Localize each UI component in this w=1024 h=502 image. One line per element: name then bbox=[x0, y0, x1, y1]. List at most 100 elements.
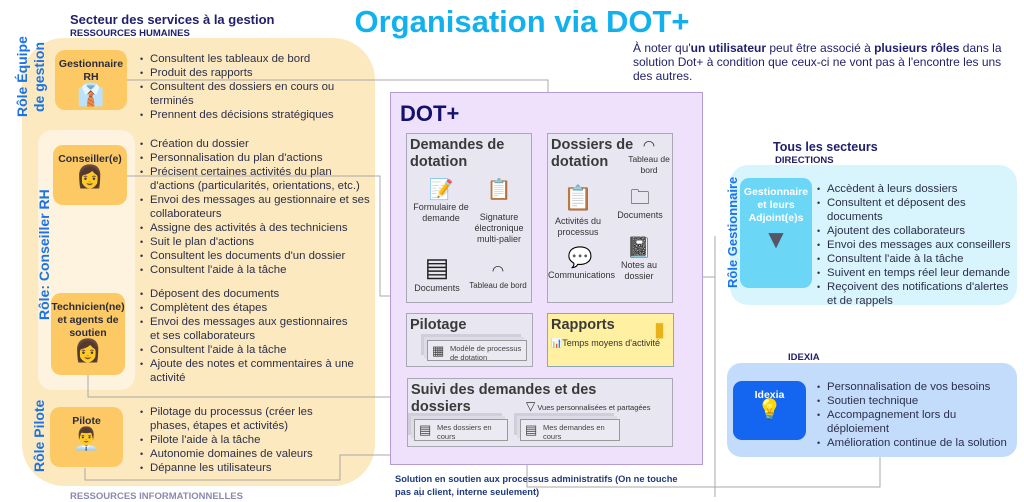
item-label: Communications bbox=[548, 270, 616, 280]
headset-agent-icon: 👨‍💼 bbox=[72, 426, 101, 451]
list-item: Assigne des activités à des techniciens bbox=[140, 221, 375, 235]
role-name: Pilote bbox=[72, 415, 101, 427]
woman-avatar-icon: 👩 bbox=[74, 338, 102, 363]
solution-footnote: Solution en soutien aux processus admini… bbox=[395, 474, 678, 497]
note-text: À noter qu' bbox=[633, 41, 691, 55]
custom-views-filter[interactable]: ▽ Vues personnalisées et partagées bbox=[526, 399, 650, 413]
role-name: Conseiller(e) bbox=[58, 153, 122, 165]
role-name: Technicien(ne) et agents de soutien bbox=[51, 301, 125, 339]
list-item: Suit le plan d'actions bbox=[140, 235, 375, 249]
chat-bubbles-icon: 💬 bbox=[567, 247, 593, 269]
card-label: Mes demandes en cours bbox=[543, 423, 605, 441]
module-dossiers: Dossiers de dotation ◠Tableau de bord 📋 A… bbox=[547, 133, 673, 303]
list-item: Consultent l'aide à la tâche bbox=[140, 263, 375, 277]
role-name: Gestionnaire et leurs Adjoint(e)s bbox=[743, 186, 809, 224]
list-item: Consultent les documents d'un dossier bbox=[140, 249, 375, 263]
list-item: Produit des rapports bbox=[140, 66, 375, 80]
list-item: Consultent les tableaux de bord bbox=[140, 52, 375, 66]
list-item: Envoi des messages aux gestionnaires et … bbox=[140, 315, 355, 343]
list-item: Personnalisation de vos besoins bbox=[817, 380, 1017, 394]
table-grid-icon: ▦ bbox=[432, 343, 445, 358]
list-item: Personnalisation du plan d'actions bbox=[140, 151, 375, 165]
my-files-card[interactable]: ▤Mes dossiers en cours bbox=[414, 419, 508, 441]
role-idexia: Idexia💡 bbox=[733, 381, 806, 440]
item-label: Tableau de bord bbox=[628, 154, 670, 175]
report-average-time[interactable]: 📊Temps moyens d'activité bbox=[551, 338, 660, 349]
item-label: Formulaire de demande bbox=[413, 202, 469, 223]
process-model-card[interactable]: ▦ Modèle de processus de dotation bbox=[427, 340, 527, 362]
module-title: Rapports bbox=[551, 317, 615, 333]
lightbulb-person-icon: 💡 bbox=[757, 399, 782, 421]
module-pilotage: Pilotage ▦Modèle de processus de dotatio… bbox=[406, 313, 533, 367]
list-item: Reçoivent des notifications d'alertes et… bbox=[817, 280, 1017, 308]
list-item: Complètent des étapes bbox=[140, 301, 355, 315]
clipboard-person-icon: 📋 bbox=[563, 185, 593, 212]
list-item: Autonomie domaines de valeurs bbox=[140, 447, 340, 461]
list-item: Consultent l'aide à la tâche bbox=[140, 343, 355, 357]
shirt-tie-icon: 👔 bbox=[77, 82, 105, 107]
item-label: Documents bbox=[414, 283, 460, 293]
list-item: Ajoute des notes et commentaires à une a… bbox=[140, 357, 355, 385]
list-item: Suivent en temps réel leur demande bbox=[817, 266, 1017, 280]
list-item: Envoi des messages aux conseillers bbox=[817, 238, 1017, 252]
department-label: RESSOURCES HUMAINES bbox=[70, 28, 190, 39]
note-bold: un utilisateur bbox=[690, 41, 767, 55]
gestionnaire-rh-tasks: Consultent les tableaux de bord Produit … bbox=[140, 52, 375, 122]
dot-plus-logo: DOT+ bbox=[400, 101, 460, 126]
role-name: Idexia bbox=[754, 389, 785, 401]
tie-icon: ▼ bbox=[763, 224, 789, 254]
card-label: Mes dossiers en cours bbox=[437, 423, 492, 441]
filter-label: Vues personnalisées et partagées bbox=[537, 403, 651, 412]
list-item: Pilote l'aide à la tâche bbox=[140, 433, 340, 447]
gauge-icon: ◠ bbox=[642, 137, 656, 153]
note-bold: plusieurs rôles bbox=[874, 41, 960, 55]
filter-funnel-icon: ▽ bbox=[526, 399, 536, 413]
page-title: Organisation via DOT+ bbox=[354, 4, 690, 39]
module-title: Dossiers de dotation bbox=[551, 137, 634, 170]
card-label: Modèle de processus de dotation bbox=[450, 344, 522, 362]
role-gestionnaire-client: Gestionnaire et leurs Adjoint(e)s▼ bbox=[740, 178, 812, 288]
power-bi-icon: ▮ bbox=[653, 319, 665, 341]
list-item: Accompagnement lors du déploiement bbox=[817, 408, 1017, 436]
item-label: Signature électronique multi-palier bbox=[474, 212, 524, 244]
list-item: Déposent des documents bbox=[140, 287, 355, 301]
sector-title: Secteur des services à la gestion bbox=[70, 12, 275, 27]
pilote-tasks: Pilotage du processus (créer les phases,… bbox=[140, 405, 340, 475]
my-requests-card[interactable]: ▤ Mes demandes en cours bbox=[520, 419, 620, 441]
item-label: Activités du processus bbox=[554, 216, 602, 237]
role-pilote: Pilote👨‍💼 bbox=[50, 407, 123, 467]
list-item: Création du dossier bbox=[140, 137, 375, 151]
list-item: Pilotage du processus (créer les phases,… bbox=[140, 405, 340, 433]
note-text: dans la solution Dot+ à condition que ce… bbox=[633, 41, 1002, 83]
item-label: Tableau de bord bbox=[469, 281, 527, 290]
role-conseiller: Conseiller(e)👩 bbox=[53, 145, 127, 205]
list-item: Dépanne les utilisateurs bbox=[140, 461, 340, 475]
notebook-pen-icon: 📓 bbox=[626, 237, 652, 259]
list-item: Consultent des dossiers en cours ou term… bbox=[140, 80, 375, 108]
list-document-icon: ▤ bbox=[525, 422, 538, 437]
list-item: Envoi des messages au gestionnaire et se… bbox=[140, 193, 375, 221]
technicien-tasks: Déposent des documents Complètent des ét… bbox=[140, 287, 355, 385]
idexia-services: Personnalisation de vos besoins Soutien … bbox=[817, 380, 1017, 450]
conseiller-tasks: Création du dossier Personnalisation du … bbox=[140, 137, 375, 277]
note-text: peut être associé à bbox=[766, 41, 875, 55]
role-name: Gestionnaire RH bbox=[58, 58, 124, 83]
list-item: Consultent l'aide à la tâche bbox=[817, 252, 1017, 266]
gauge-icon: ◠ bbox=[491, 262, 505, 278]
role-label-pilote: Rôle Pilote bbox=[31, 399, 47, 472]
module-title: Demandes de dotation bbox=[410, 137, 505, 170]
role-technicien: Technicien(ne) et agents de soutien👩 bbox=[51, 293, 125, 375]
list-item: Ajoutent des collaborateurs bbox=[817, 224, 1017, 238]
list-item: Amélioration continue de la solution bbox=[817, 436, 1017, 450]
module-title: Suivi des demandes et des dossiers bbox=[411, 382, 597, 415]
module-suivi: Suivi des demandes et des dossiers ▽ Vue… bbox=[407, 378, 673, 447]
department-label: DIRECTIONS bbox=[775, 155, 834, 166]
role-gestionnaire-rh: Gestionnaire RH👔 bbox=[55, 50, 127, 110]
module-demandes: Demandes de dotation 📝Formulaire de dema… bbox=[406, 133, 532, 303]
list-item: Prennent des décisions stratégiques bbox=[140, 108, 375, 122]
woman-avatar-icon: 👩 bbox=[76, 164, 104, 189]
form-edit-icon: 📝 bbox=[428, 179, 454, 201]
clipboard-check-icon: 📋 bbox=[486, 179, 512, 201]
item-label: Documents bbox=[617, 210, 663, 220]
list-item: Accèdent à leurs dossiers bbox=[817, 182, 1017, 196]
